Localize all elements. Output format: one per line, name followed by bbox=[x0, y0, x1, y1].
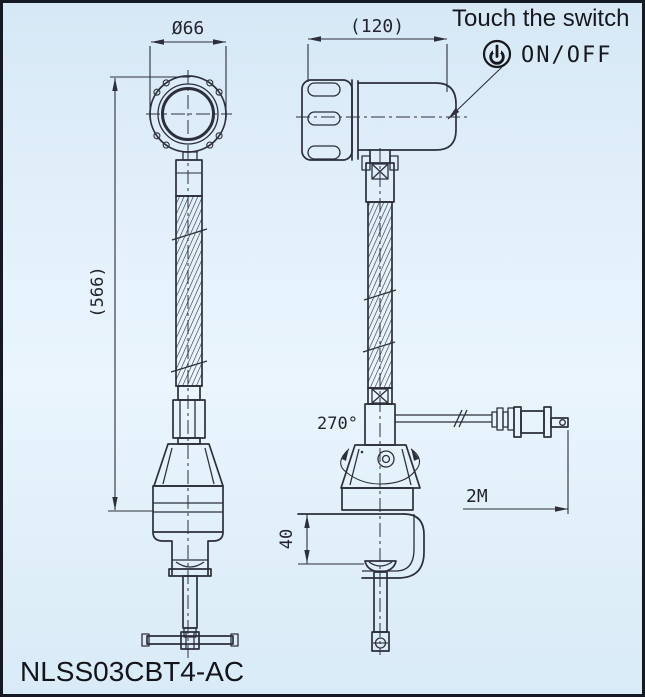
power-state-label: ON/OFF bbox=[521, 43, 612, 68]
dim-clamp-capacity: 40 bbox=[277, 514, 364, 565]
cable-length-label: 2M bbox=[466, 486, 488, 507]
dim-overall-height: (566) bbox=[88, 76, 190, 512]
head-length-label: (120) bbox=[350, 16, 404, 37]
power-icon bbox=[482, 39, 512, 69]
gooseneck-front bbox=[170, 195, 208, 387]
clamp-side bbox=[297, 513, 425, 652]
set-screw-icon bbox=[371, 388, 389, 404]
dim-cable-length: 2M bbox=[463, 430, 569, 514]
front-view bbox=[141, 70, 239, 658]
gooseneck-side bbox=[362, 201, 397, 389]
callout-title: Touch the switch bbox=[452, 5, 629, 32]
cable-break-mark bbox=[453, 409, 463, 428]
base-rotation-label: 270° bbox=[317, 414, 358, 434]
power-cable bbox=[395, 406, 569, 438]
set-screw-icon bbox=[371, 163, 389, 180]
side-view bbox=[296, 79, 569, 655]
dim-head-diameter: Ø66 bbox=[149, 18, 227, 120]
head-diameter-label: Ø66 bbox=[172, 18, 205, 39]
clamp-screw-front bbox=[141, 575, 239, 650]
clamp-capacity-label: 40 bbox=[277, 529, 297, 549]
lamp-head-side bbox=[296, 79, 470, 161]
overall-height-label: (566) bbox=[88, 266, 108, 317]
ac-plug bbox=[491, 406, 569, 438]
swivel-base-side bbox=[340, 444, 421, 511]
model-number-label: NLSS03CBT4-AC bbox=[20, 656, 244, 687]
base-front bbox=[152, 385, 224, 577]
rotation-annotation: 270° bbox=[317, 414, 420, 485]
switch-callout: Touch the switch ON/OFF bbox=[446, 5, 629, 121]
dim-head-length: (120) bbox=[307, 16, 448, 92]
